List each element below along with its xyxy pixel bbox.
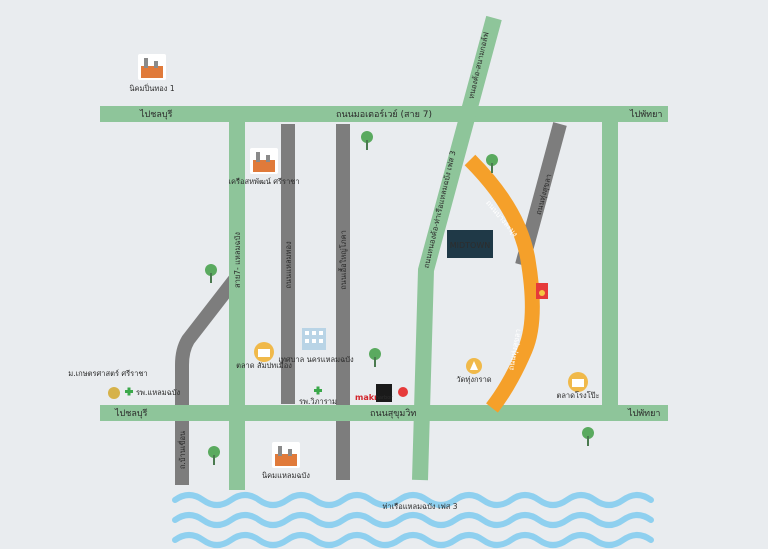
tree-icon (486, 154, 498, 173)
project-logo-icon: MIDTOWN (447, 230, 493, 258)
market-right-label: ตลาดโรงโป๊ะ (556, 391, 599, 400)
temple-label: วัดทุ่งกราด (456, 375, 491, 384)
harbor-mall-icon: harbor (376, 384, 394, 402)
motorway-label: ถนนมอเตอร์เวย์ (สาย 7) (336, 108, 432, 120)
factory-icon (250, 148, 278, 174)
temple-icon (466, 358, 482, 374)
to-chonburi-top-label: ไปชลบุรี (139, 109, 173, 120)
factory-icon (272, 442, 300, 468)
tree-icon (369, 348, 381, 367)
laem-thong-road-label: ถนนแหลมทอง (284, 241, 293, 289)
midtown-label: MIDTOWN (450, 241, 491, 250)
tree-icon (361, 131, 373, 150)
left-low-road-label: ถ.บ้านเขื่อน (177, 431, 187, 469)
building-icon (302, 328, 326, 350)
hospital-left-1-label: ม.เกษตรศาสตร์ ศรีราชา (68, 369, 147, 378)
tree-icon (208, 446, 220, 465)
to-chonburi-bottom-label: ไปชลบุรี (114, 408, 148, 419)
shop-icon (536, 283, 548, 299)
harbor-industrial-label: เครือสหพัฒน์ ศรีราชา (228, 177, 299, 186)
harbor-mall-label: harbor (376, 395, 394, 401)
main-roads (100, 15, 668, 490)
tree-icon (582, 427, 594, 446)
industrial-estate-1-label: นิคมปิ่นทอง 1 (129, 83, 175, 93)
market-icon (568, 372, 588, 392)
hospital-cross-icon (314, 386, 322, 395)
university-icon (108, 387, 120, 399)
hospital-cross-icon (125, 387, 133, 396)
market-icon (254, 342, 274, 362)
to-pattaya-bottom-label: ไปพัทยา (627, 408, 660, 419)
municipality-label: เทศบาล นครแหลมฉบัง (278, 355, 354, 364)
tree-icon (205, 264, 217, 283)
makro-logo: makro (355, 393, 384, 402)
sukhumvit-label: ถนนสุขุมวิท (370, 408, 416, 419)
market-left-label: ตลาด สัมปทเมือง (236, 361, 292, 370)
middle-road-label: ถนนเอื้อใหญ่โภคา (338, 230, 348, 290)
orange-road (464, 154, 540, 413)
port-phase3-label: ท่าเรือแหลมฉบัง เฟส 3 (382, 502, 457, 511)
sea-waves (172, 492, 654, 548)
to-pattaya-top-label: ไปพัทยา (629, 109, 662, 120)
factory-icon (138, 54, 166, 80)
hospital-mid-label: รพ.วิภาราม (299, 397, 337, 406)
hospital-left-2-label: รพ.แหลมฉบัง (136, 388, 181, 397)
industrial-bottom-label: นิคมแหลมฉบัง (262, 471, 311, 480)
shop-icon (398, 387, 408, 397)
sai7-laemchabang-label: สาย7- แหลมฉบัง (233, 232, 242, 288)
